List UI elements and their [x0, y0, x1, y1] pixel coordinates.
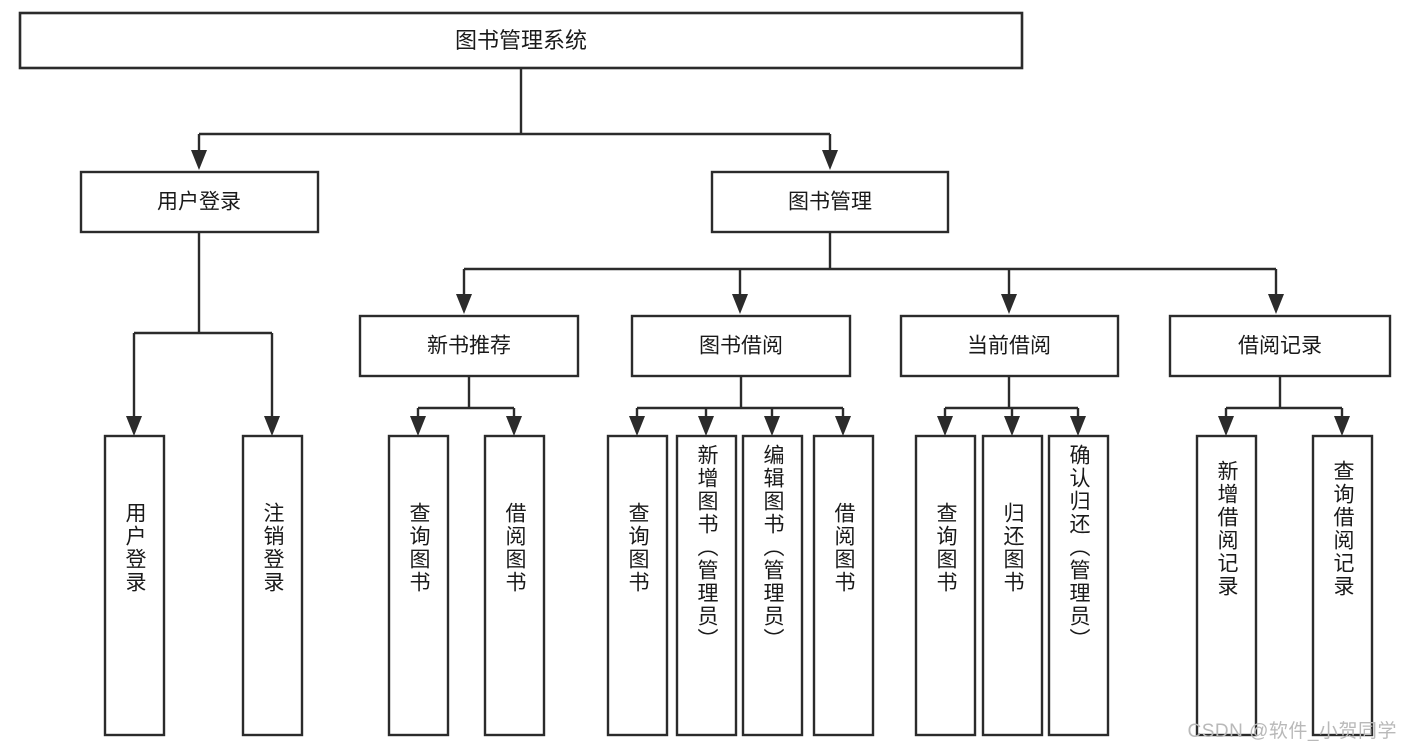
arrow-head-icon: [264, 416, 280, 436]
leaf-box-add-borrow-record[interactable]: [1195, 434, 1258, 737]
arrow-head-icon: [1334, 416, 1350, 436]
node-current-borrow[interactable]: 当前借阅: [899, 314, 1120, 378]
arrow-head-icon: [835, 416, 851, 436]
borrow-record-label: 借阅记录: [1238, 335, 1322, 358]
edges-current-borrow-to-leaves: [937, 376, 1086, 436]
edges-new-book-to-leaves: [410, 376, 522, 436]
edges-borrow-record-to-leaves: [1218, 376, 1350, 436]
node-new-book-recommend[interactable]: 新书推荐: [358, 314, 580, 378]
leaf-box-query-borrow-record[interactable]: [1311, 434, 1374, 737]
arrow-head-icon: [191, 150, 207, 170]
node-book-management[interactable]: 图书管理: [710, 170, 950, 234]
arrow-head-icon: [456, 294, 472, 314]
root-box[interactable]: [18, 11, 1024, 70]
book-management-box[interactable]: [710, 170, 950, 234]
leaf-box-query-book-current[interactable]: [914, 434, 977, 737]
arrow-head-icon: [506, 416, 522, 436]
edges-book-borrow-to-leaves: [629, 376, 851, 436]
edges-root-to-level2: [191, 68, 838, 170]
arrow-head-icon: [764, 416, 780, 436]
arrow-head-icon: [410, 416, 426, 436]
user-login-label: 用户登录: [157, 191, 241, 214]
leaf-box-return-book[interactable]: [981, 434, 1044, 737]
book-borrow-label: 图书借阅: [699, 335, 783, 358]
leaf-box-user-login[interactable]: [103, 434, 166, 737]
arrow-head-icon: [732, 294, 748, 314]
leaf-box-borrow-book[interactable]: [812, 434, 875, 737]
leaf-box-confirm-return-admin[interactable]: [1047, 434, 1110, 737]
arrow-head-icon: [1001, 294, 1017, 314]
arrow-head-icon: [822, 150, 838, 170]
node-borrow-record[interactable]: 借阅记录: [1168, 314, 1392, 378]
leaf-box-user-logout[interactable]: [241, 434, 304, 737]
current-borrow-label: 当前借阅: [967, 335, 1051, 358]
arrow-head-icon: [629, 416, 645, 436]
arrow-head-icon: [698, 416, 714, 436]
edges-book-mgmt-to-level3: [456, 232, 1284, 314]
arrow-head-icon: [1004, 416, 1020, 436]
leaf-box-query-book-borrow[interactable]: [606, 434, 669, 737]
new-book-recommend-label: 新书推荐: [427, 335, 511, 358]
node-root[interactable]: 图书管理系统: [18, 11, 1024, 70]
leaf-box-query-book-recommend[interactable]: [387, 434, 450, 737]
book-borrow-box[interactable]: [630, 314, 852, 378]
root-label: 图书管理系统: [455, 28, 587, 53]
leaf-box-add-book-admin[interactable]: [675, 434, 738, 737]
leaf-box-borrow-book-recommend[interactable]: [483, 434, 546, 737]
current-borrow-box[interactable]: [899, 314, 1120, 378]
book-management-label: 图书管理: [788, 191, 872, 214]
node-user-login[interactable]: 用户登录: [79, 170, 320, 234]
arrow-head-icon: [126, 416, 142, 436]
arrow-head-icon: [1268, 294, 1284, 314]
arrow-head-icon: [1218, 416, 1234, 436]
arrow-head-icon: [1070, 416, 1086, 436]
node-book-borrow[interactable]: 图书借阅: [630, 314, 852, 378]
borrow-record-box[interactable]: [1168, 314, 1392, 378]
edges-user-login-to-leaves: [126, 232, 280, 436]
new-book-recommend-box[interactable]: [358, 314, 580, 378]
leaf-box-edit-book-admin[interactable]: [741, 434, 804, 737]
arrow-head-icon: [937, 416, 953, 436]
leaf-boxes: [103, 434, 1374, 737]
watermark-text: CSDN @软件_小贺同学: [1187, 721, 1397, 742]
